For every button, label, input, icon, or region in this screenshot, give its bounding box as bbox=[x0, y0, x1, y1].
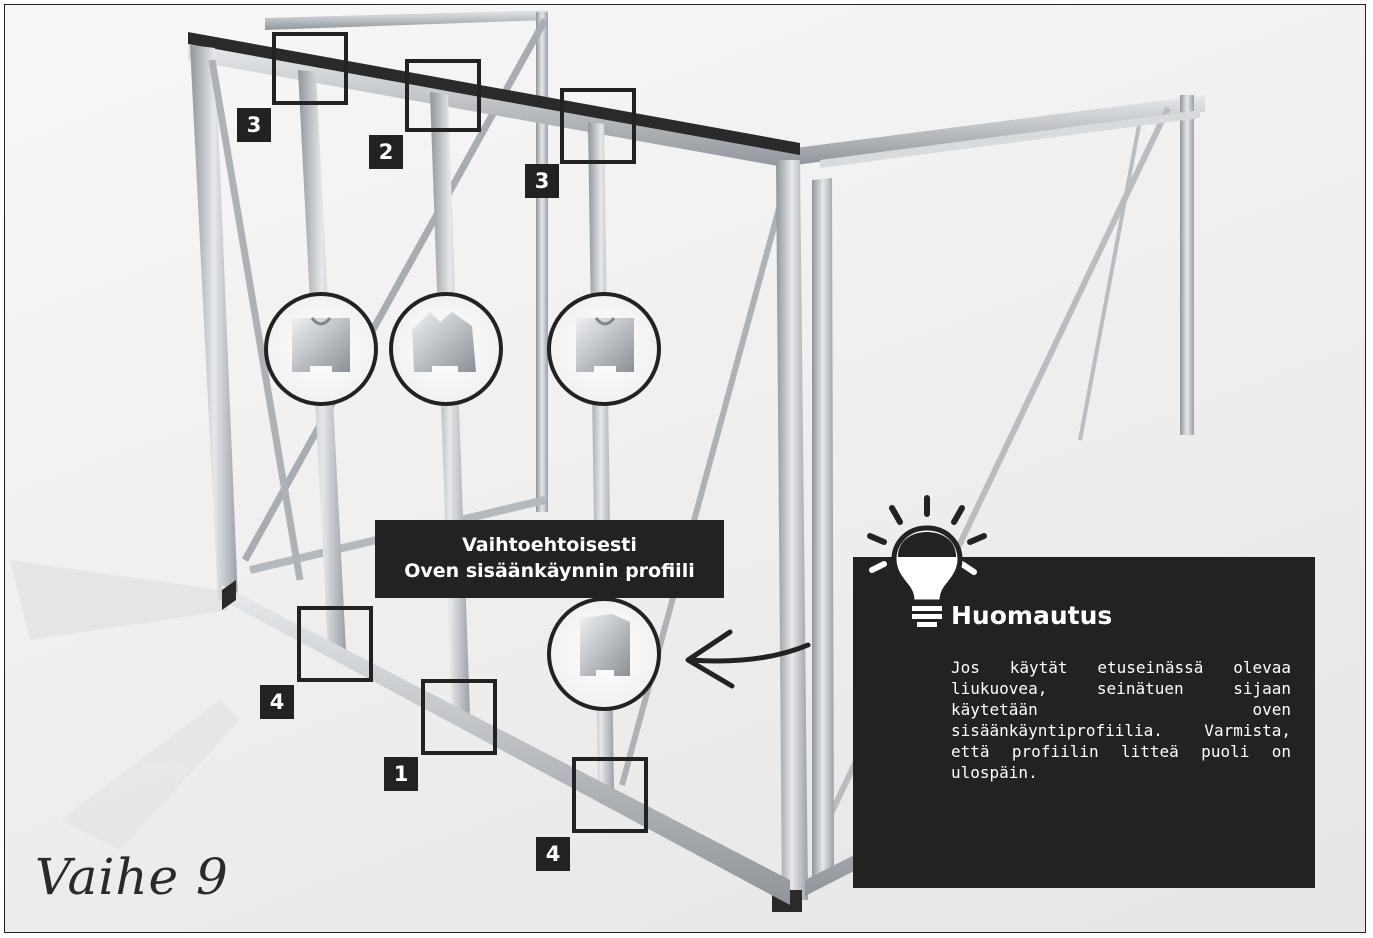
callout-box-bottom-center bbox=[421, 679, 497, 755]
alternative-profile-label: Vaihtoehtoisesti Oven sisäänkäynnin prof… bbox=[375, 520, 724, 598]
side-wall bbox=[795, 95, 1205, 890]
callout-box-top-right bbox=[560, 88, 636, 164]
note-title: Huomautus bbox=[951, 601, 1113, 630]
alternative-label-line2: Oven sisäänkäynnin profiili bbox=[404, 560, 695, 582]
alternative-label-line1: Vaihtoehtoisesti bbox=[462, 534, 637, 556]
profile-circle-left bbox=[264, 292, 378, 406]
marker-4-right: 4 bbox=[536, 837, 570, 871]
note-text: Jos käytät etuseinässä olevaa liukuovea,… bbox=[951, 658, 1291, 782]
right-corner-post bbox=[776, 160, 808, 900]
callout-box-top-center bbox=[405, 59, 481, 132]
bottom-rail bbox=[222, 585, 790, 905]
floor-shadow bbox=[10, 560, 240, 850]
callout-box-top-left bbox=[272, 32, 348, 105]
marker-1: 1 bbox=[384, 757, 418, 791]
profile-circle-door bbox=[547, 597, 661, 711]
note-panel: Huomautus Jos käytät etuseinässä olevaa … bbox=[853, 557, 1315, 888]
callout-box-bottom-left bbox=[297, 606, 373, 682]
marker-3-left: 3 bbox=[237, 108, 271, 142]
lightbulb-icon bbox=[867, 495, 987, 627]
marker-3-right: 3 bbox=[525, 164, 559, 198]
profile-circle-right bbox=[547, 292, 661, 406]
callout-box-bottom-right bbox=[572, 757, 648, 833]
left-corner-post bbox=[190, 45, 238, 600]
marker-4-left: 4 bbox=[260, 685, 294, 719]
profile-circle-center bbox=[389, 292, 503, 406]
arrow-icon bbox=[685, 629, 811, 689]
marker-2: 2 bbox=[369, 135, 403, 169]
step-title: Vaihe 9 bbox=[35, 848, 229, 906]
